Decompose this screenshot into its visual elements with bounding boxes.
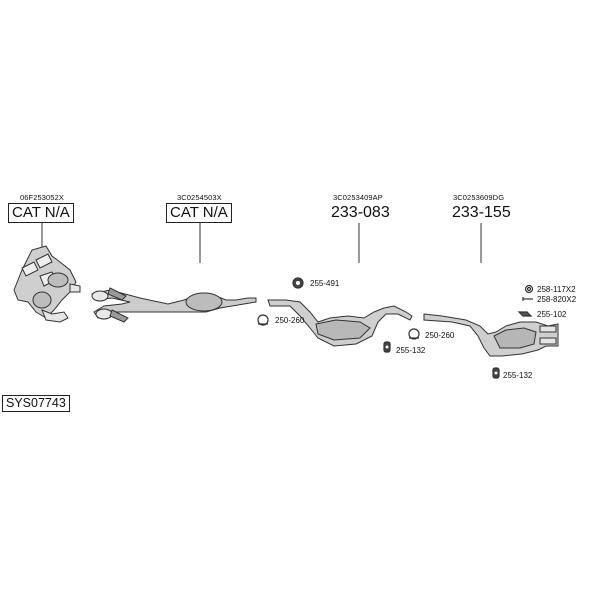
oem-number-3: 3C0253409AP xyxy=(333,193,383,202)
accessory-code[interactable]: 250-260 xyxy=(275,316,305,325)
mounting-rubber-icon[interactable] xyxy=(383,341,391,353)
mounting-rubber-icon[interactable] xyxy=(492,367,500,379)
exhaust-manifold-part[interactable] xyxy=(13,245,81,323)
part-number-1[interactable]: CAT N/A xyxy=(8,203,74,223)
oem-number-2: 3C0254503X xyxy=(177,193,222,202)
clamp-icon[interactable] xyxy=(257,314,269,326)
part-number-2[interactable]: CAT N/A xyxy=(166,203,232,223)
clamp-icon[interactable] xyxy=(408,328,420,340)
accessory-code[interactable]: 255-132 xyxy=(503,371,533,380)
oem-number-4: 3C0253609DG xyxy=(453,193,505,202)
accessory-code[interactable]: 255-102 xyxy=(537,310,567,319)
bolt-icon[interactable] xyxy=(522,297,533,301)
middle-silencer-part[interactable] xyxy=(267,299,413,347)
front-pipe-catalyst-part[interactable] xyxy=(91,287,257,323)
system-id-label: SYS07743 xyxy=(2,395,70,412)
mounting-rubber-icon[interactable] xyxy=(292,277,304,289)
accessory-code[interactable]: 258-117X2 xyxy=(537,285,576,294)
oem-number-1: 06F253052X xyxy=(20,193,64,202)
accessory-code[interactable]: 258-820X2 xyxy=(537,295,577,304)
gasket-ring-icon[interactable] xyxy=(524,284,534,294)
accessory-code[interactable]: 250-260 xyxy=(425,331,455,340)
accessory-code[interactable]: 255-132 xyxy=(396,346,426,355)
bracket-icon[interactable] xyxy=(517,311,533,317)
accessory-code[interactable]: 255-491 xyxy=(310,279,340,288)
part-number-4[interactable]: 233-155 xyxy=(452,204,511,221)
rear-silencer-part[interactable] xyxy=(423,313,559,357)
part-number-3[interactable]: 233-083 xyxy=(331,204,390,221)
